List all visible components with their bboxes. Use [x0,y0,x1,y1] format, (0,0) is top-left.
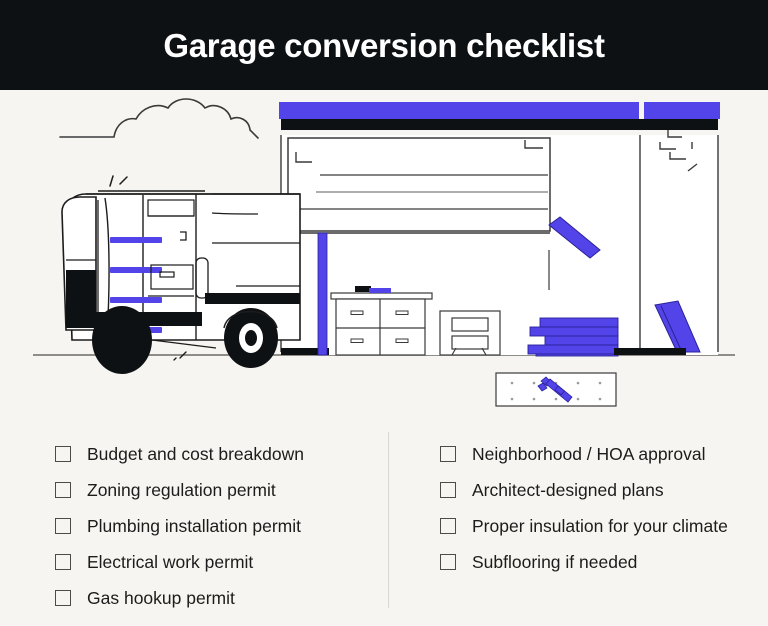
checklist-column-right: Neighborhood / HOA approval Architect-de… [390,436,768,626]
stacked-lumber [527,317,619,357]
pegboard [495,372,617,407]
storage-cabinet [439,310,501,356]
checklist-item[interactable]: Gas hookup permit [55,580,380,616]
checklist-item-label: Neighborhood / HOA approval [472,443,706,464]
van-rear-wheel [92,306,152,374]
page-title: Garage conversion checklist [163,26,605,64]
checklist-item[interactable]: Architect-designed plans [440,472,758,508]
checkbox-icon[interactable] [55,554,71,570]
van-accent-stripes [110,237,162,333]
van-front-wheel [223,308,278,368]
wrench-icon [537,376,573,403]
door-strut [548,216,601,259]
checkbox-icon[interactable] [440,446,456,462]
baseboard-shadow-left [281,348,329,355]
checklist-item-label: Plumbing installation permit [87,515,301,536]
van-roof-spark [109,175,128,187]
checklist-item[interactable]: Plumbing installation permit [55,508,380,544]
garage-scene-svg [0,90,768,420]
checklist-column-left: Budget and cost breakdown Zoning regulat… [0,436,390,626]
checkbox-icon[interactable] [55,446,71,462]
checkbox-icon[interactable] [440,518,456,534]
wall-tick-marks [659,130,698,172]
checklist-item-label: Proper insulation for your climate [472,515,728,536]
cloud-icon [59,98,259,139]
checklist-item[interactable]: Neighborhood / HOA approval [440,436,758,472]
checklist-item-label: Electrical work permit [87,551,254,572]
checklist-item-label: Subflooring if needed [472,551,638,572]
leaning-board [654,300,701,353]
checklist-item[interactable]: Electrical work permit [55,544,380,580]
checkbox-icon[interactable] [55,590,71,606]
van [61,175,301,374]
support-post [317,232,328,356]
checklist-item-label: Architect-designed plans [472,479,664,500]
checklist-item-label: Gas hookup permit [87,587,235,608]
roof-shadow-band [281,118,718,130]
illustration-garage-scene [0,90,768,420]
checklist-item[interactable]: Budget and cost breakdown [55,436,380,472]
checklist-item[interactable]: Subflooring if needed [440,544,758,580]
checkbox-icon[interactable] [440,554,456,570]
checkbox-icon[interactable] [55,518,71,534]
roof-fascia-left [279,102,639,119]
roof-fascia-right [644,102,720,119]
column-divider [388,432,389,608]
workbench [330,286,433,356]
header-bar: Garage conversion checklist [0,0,768,90]
checklist-item-label: Zoning regulation permit [87,479,276,500]
open-garage-door-panel [287,137,551,232]
checkbox-icon[interactable] [440,482,456,498]
checklist-item[interactable]: Proper insulation for your climate [440,508,758,544]
checkbox-icon[interactable] [55,482,71,498]
baseboard-shadow-right [614,348,686,355]
checklist-item-label: Budget and cost breakdown [87,443,304,464]
checklist-item[interactable]: Zoning regulation permit [55,472,380,508]
checklist-section: Budget and cost breakdown Zoning regulat… [0,420,768,626]
